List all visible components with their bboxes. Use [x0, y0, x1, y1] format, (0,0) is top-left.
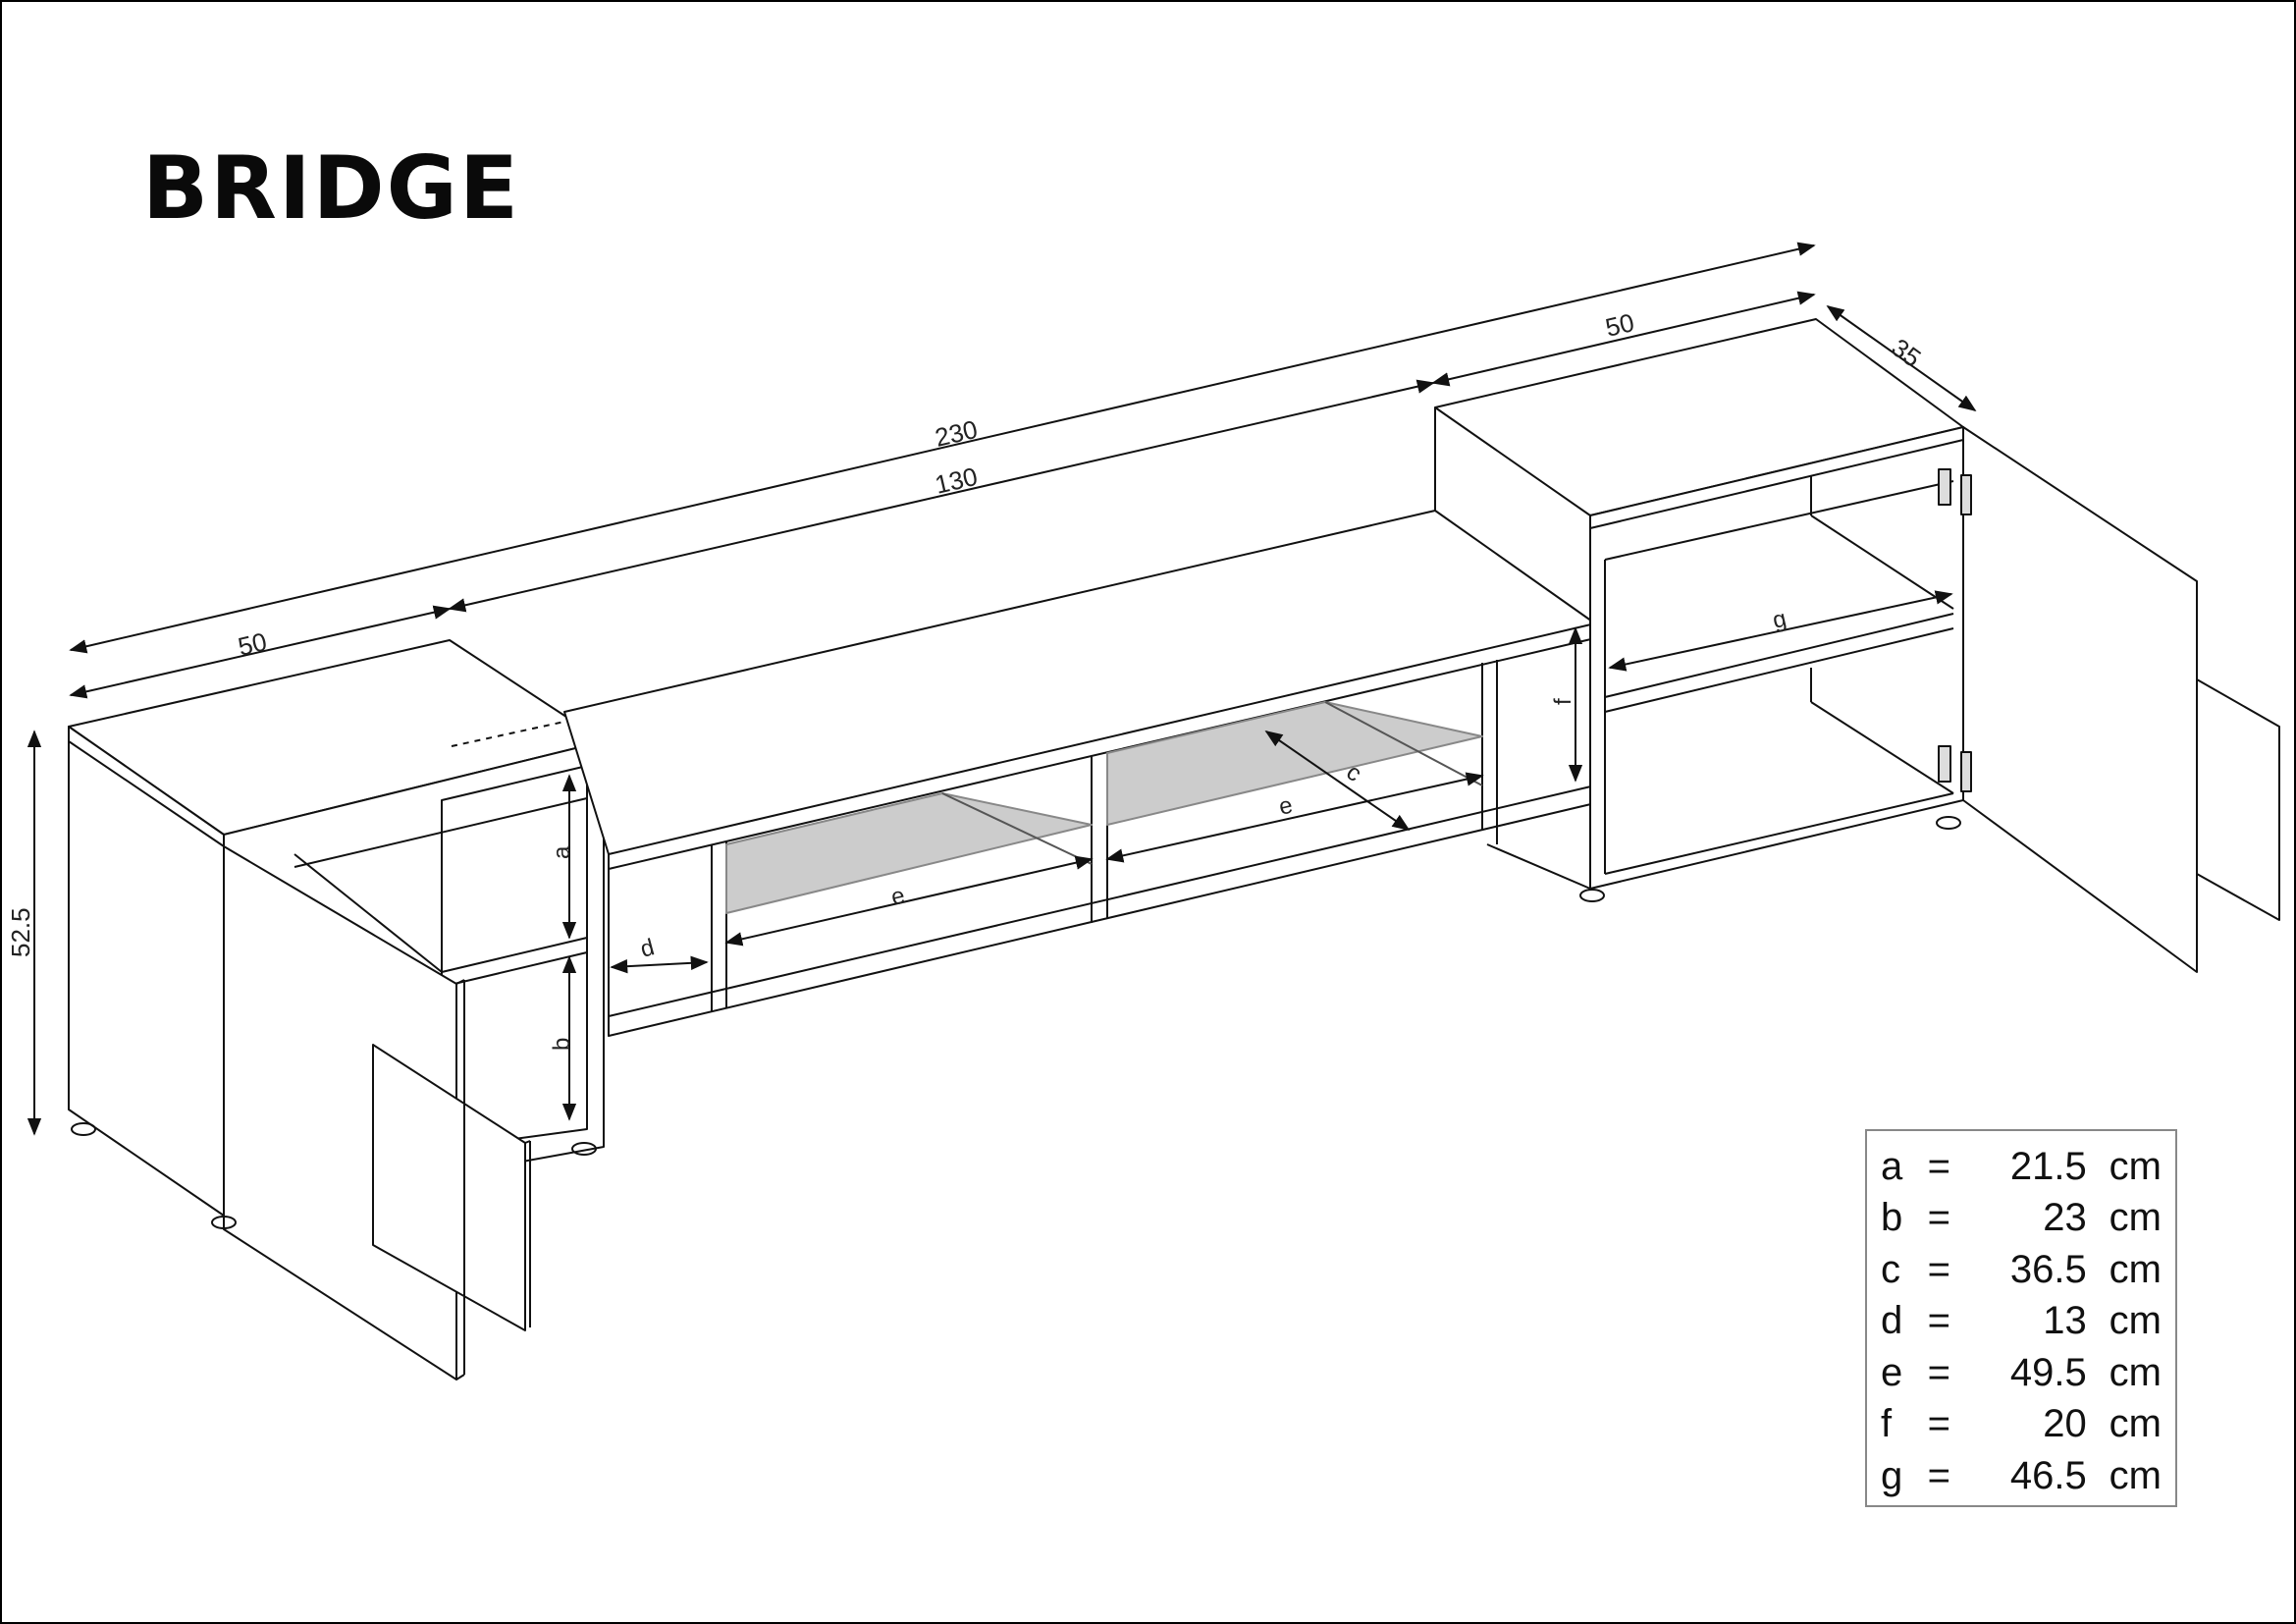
- legend-key: d: [1881, 1299, 1903, 1343]
- middle-shelf-unit: [451, 510, 1596, 1037]
- dim-text-230: 230: [933, 414, 981, 453]
- label-a: a: [549, 845, 575, 859]
- dim-text-50-left: 50: [236, 626, 270, 662]
- legend-key: b: [1881, 1196, 1903, 1240]
- left-cabinet: [68, 639, 605, 1380]
- legend-value: 46.5: [2009, 1453, 2087, 1497]
- legend-key: c: [1881, 1247, 1900, 1291]
- legend-value: 49.5: [2009, 1350, 2087, 1394]
- dim-line-50-right: [1431, 291, 1816, 387]
- legend-unit: cm: [2109, 1402, 2162, 1446]
- right-cabinet: [1434, 318, 2280, 973]
- legend-value: 20: [2043, 1402, 2087, 1446]
- legend-unit: cm: [2109, 1196, 2162, 1240]
- legend-equals: =: [1927, 1299, 1951, 1343]
- legend-unit: cm: [2109, 1247, 2162, 1291]
- label-e-right: e: [1276, 792, 1295, 821]
- label-d: d: [638, 934, 658, 963]
- label-g: g: [1770, 606, 1789, 634]
- legend-equals: =: [1927, 1350, 1951, 1394]
- legend-equals: =: [1927, 1196, 1951, 1240]
- dim-line-130: [448, 379, 1435, 613]
- legend-equals: =: [1927, 1144, 1951, 1188]
- label-e-left: e: [888, 883, 907, 911]
- dimension-legend: a = 21.5 cm b = 23 cm c = 36.5 cm d = 13 cm e = 49.5 cm…: [1865, 1129, 2177, 1507]
- dim-line-50-left: [69, 605, 452, 699]
- legend-unit: cm: [2109, 1299, 2162, 1343]
- label-b: b: [549, 1038, 575, 1051]
- legend-equals: =: [1927, 1402, 1951, 1446]
- legend-value: 21.5: [2009, 1144, 2087, 1188]
- legend-value: 23: [2043, 1196, 2087, 1240]
- legend-row-b: b = 23 cm: [1881, 1193, 2162, 1245]
- legend-unit: cm: [2109, 1144, 2162, 1188]
- dim-line-35: [1826, 304, 1977, 412]
- label-f: f: [1550, 698, 1576, 705]
- legend-row-f: f = 20 cm: [1881, 1399, 2162, 1451]
- legend-value: 36.5: [2009, 1247, 2087, 1291]
- legend-key: g: [1881, 1453, 1903, 1497]
- product-title: BRIDGE: [142, 137, 520, 239]
- legend-row-a: a = 21.5 cm: [1881, 1141, 2162, 1193]
- legend-key: f: [1881, 1402, 1893, 1446]
- legend-unit: cm: [2109, 1453, 2162, 1497]
- legend-row-e: e = 49.5 cm: [1881, 1347, 2162, 1399]
- dim-text-35: 35: [1886, 333, 1926, 373]
- legend-value: 13: [2043, 1299, 2087, 1343]
- legend-row-c: c = 36.5 cm: [1881, 1244, 2162, 1296]
- legend-equals: =: [1927, 1453, 1951, 1497]
- legend-row-g: g = 46.5 cm: [1881, 1450, 2162, 1502]
- legend-equals: =: [1927, 1247, 1951, 1291]
- dim-text-130: 130: [933, 461, 981, 500]
- legend-row-d: d = 13 cm: [1881, 1296, 2162, 1348]
- legend-key: e: [1881, 1350, 1903, 1394]
- legend-key: a: [1881, 1144, 1903, 1188]
- legend-unit: cm: [2109, 1350, 2162, 1394]
- dim-text-52-5: 52.5: [6, 907, 35, 957]
- dim-text-50-right: 50: [1603, 307, 1637, 343]
